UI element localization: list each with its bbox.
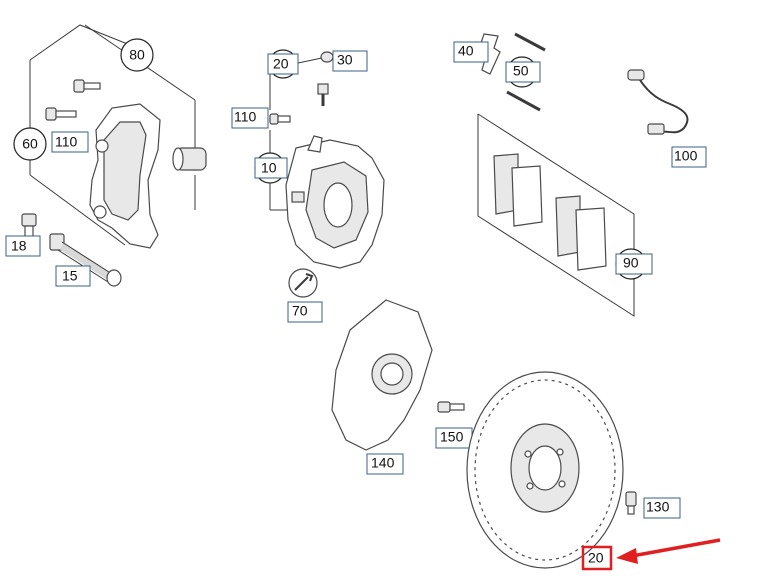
svg-text:15: 15 [62,268,78,284]
callout-110-right[interactable]: 110 [231,107,269,129]
callout-10[interactable]: 10 [254,152,288,184]
callout-130[interactable]: 130 [643,497,681,519]
svg-text:60: 60 [22,136,38,152]
svg-text:110: 110 [55,134,78,150]
callout-140[interactable]: 140 [366,453,404,475]
callout-110-left[interactable]: 110 [51,131,89,153]
svg-text:70: 70 [292,303,308,319]
callout-50[interactable]: 50 [505,56,541,88]
callout-70[interactable]: 70 [287,301,323,323]
callout-18[interactable]: 18 [5,235,41,257]
svg-text:18: 18 [11,238,27,254]
caliper-carrier-group [29,24,207,249]
svg-text:10: 10 [261,160,277,176]
svg-text:140: 140 [371,455,395,471]
callout-20-top[interactable]: 20 [267,49,299,79]
svg-text:20: 20 [273,56,289,72]
pad-pins [506,32,546,112]
svg-text:150: 150 [440,429,464,445]
svg-text:20: 20 [588,550,604,566]
bleed-nipple [317,83,329,106]
dust-shield [331,299,433,451]
svg-text:50: 50 [513,63,529,79]
callout-80[interactable]: 80 [120,38,154,72]
svg-text:110: 110 [234,109,257,125]
brake-disc [466,371,624,569]
svg-text:90: 90 [623,255,639,271]
callout-150[interactable]: 150 [435,427,473,449]
callout-60[interactable]: 60 [13,127,47,161]
guide-pin-15 [49,233,122,287]
callout-30[interactable]: 30 [332,50,368,72]
carrier-bolt-lower [45,107,77,121]
svg-text:40: 40 [458,43,474,59]
callout-15[interactable]: 15 [55,265,91,287]
tool-wrench-icon [288,268,318,298]
svg-text:100: 100 [674,148,698,164]
carrier-bolt-upper [73,79,101,93]
brake-pads-set [477,113,635,317]
shield-bolt [437,401,465,413]
callout-40[interactable]: 40 [453,41,489,63]
red-arrow-icon [616,538,721,564]
guide-pin-sleeve [172,147,207,171]
wear-sensor [627,69,689,135]
caliper-group [269,51,385,269]
disc-screw [625,491,637,515]
bolt-18 [21,213,37,241]
callout-90[interactable]: 90 [615,248,653,280]
callout-100[interactable]: 100 [671,146,707,168]
svg-text:30: 30 [337,52,353,68]
callout-20-highlighted[interactable]: 20 [581,545,613,571]
svg-text:80: 80 [129,47,145,63]
svg-text:130: 130 [646,499,670,515]
